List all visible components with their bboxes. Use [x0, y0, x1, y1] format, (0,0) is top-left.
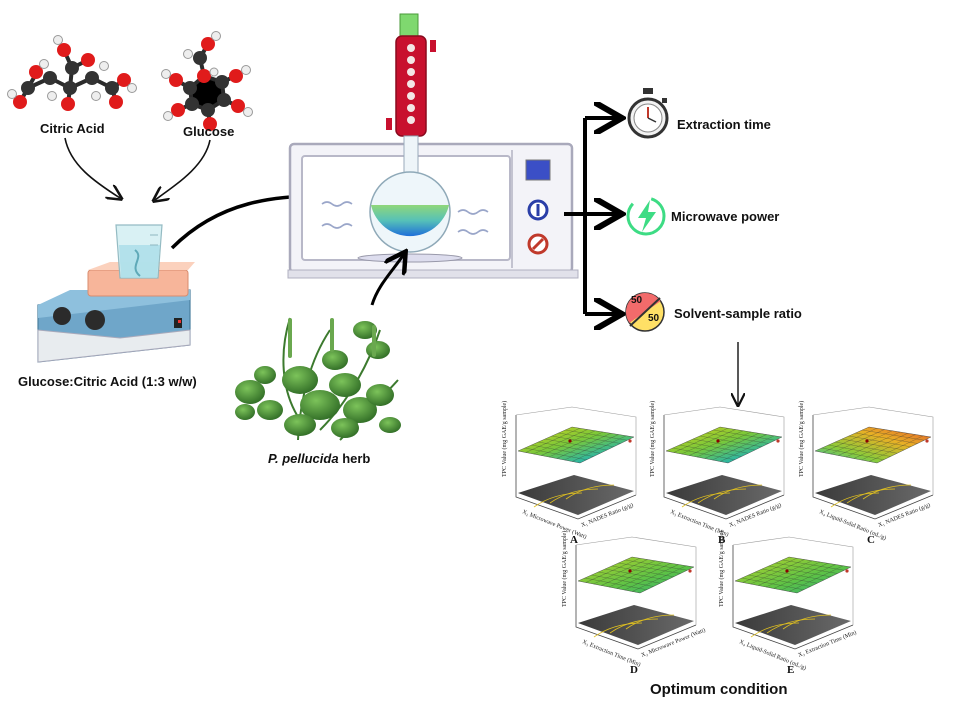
plot-letter: C	[867, 534, 875, 546]
optimum-condition-label: Optimum condition	[650, 681, 788, 698]
stopwatch-icon	[627, 88, 669, 139]
surface-plot-E: TPC Value (mg GAE/g sample)X₄ Liquid-Sol…	[718, 531, 857, 676]
plot-letter: E	[787, 664, 794, 676]
hotplate-stirrer	[37, 224, 195, 363]
ratio-icon	[625, 292, 665, 332]
ratio-icon-bottom-text: 50	[648, 313, 660, 324]
surface-plot-D: TPC Value (mg GAE/g sample)X₃ Extraction…	[561, 531, 707, 676]
citric-acid-molecule	[7, 35, 137, 111]
parameter-extraction-time: Extraction time	[677, 117, 771, 132]
surface-plot-C: TPC Value (mg GAE/g sample)X₄ Liquid-Sol…	[798, 401, 934, 546]
glucose-molecule	[161, 31, 253, 131]
z-axis-label: TPC Value (mg GAE/g sample)	[501, 401, 508, 477]
lightning-icon	[626, 196, 666, 236]
parameter-solvent-sample-ratio: Solvent-sample ratio	[674, 306, 802, 321]
parameter-microwave-power: Microwave power	[671, 209, 780, 224]
parameter-bracket	[564, 118, 618, 314]
mixture-label: Glucose:Citric Acid (1:3 w/w)	[18, 374, 197, 389]
plot-letter: D	[630, 664, 638, 676]
plot-letter: B	[718, 534, 726, 546]
z-axis-label: TPC Value (mg GAE/g sample)	[649, 401, 656, 477]
herb-illustration	[235, 317, 401, 441]
herb-label: P. pellucida herb	[268, 451, 370, 466]
arrow-glucose-to-hotplate	[155, 139, 211, 200]
z-axis-label: TPC Value (mg GAE/g sample)	[561, 531, 568, 607]
arrow-citric-to-hotplate	[64, 137, 120, 198]
citric-acid-label: Citric Acid	[40, 121, 105, 136]
surface-plot-A: TPC Value (mg GAE/g sample)X₂ Microwave …	[501, 401, 637, 546]
herb-label-suffix: herb	[338, 451, 371, 466]
ratio-icon-top-text: 50	[631, 295, 643, 306]
plot-letter: A	[570, 534, 578, 546]
surface-plot-B: TPC Value (mg GAE/g sample)X₃ Extraction…	[649, 401, 785, 546]
z-axis-label: TPC Value (mg GAE/g sample)	[798, 401, 805, 477]
glucose-label: Glucose	[183, 124, 235, 139]
herb-species-name: P. pellucida	[268, 451, 339, 466]
microwave-reactor	[287, 13, 579, 279]
arrow-herb-to-flask	[370, 254, 404, 306]
z-axis-label: TPC Value (mg GAE/g sample)	[718, 531, 725, 607]
